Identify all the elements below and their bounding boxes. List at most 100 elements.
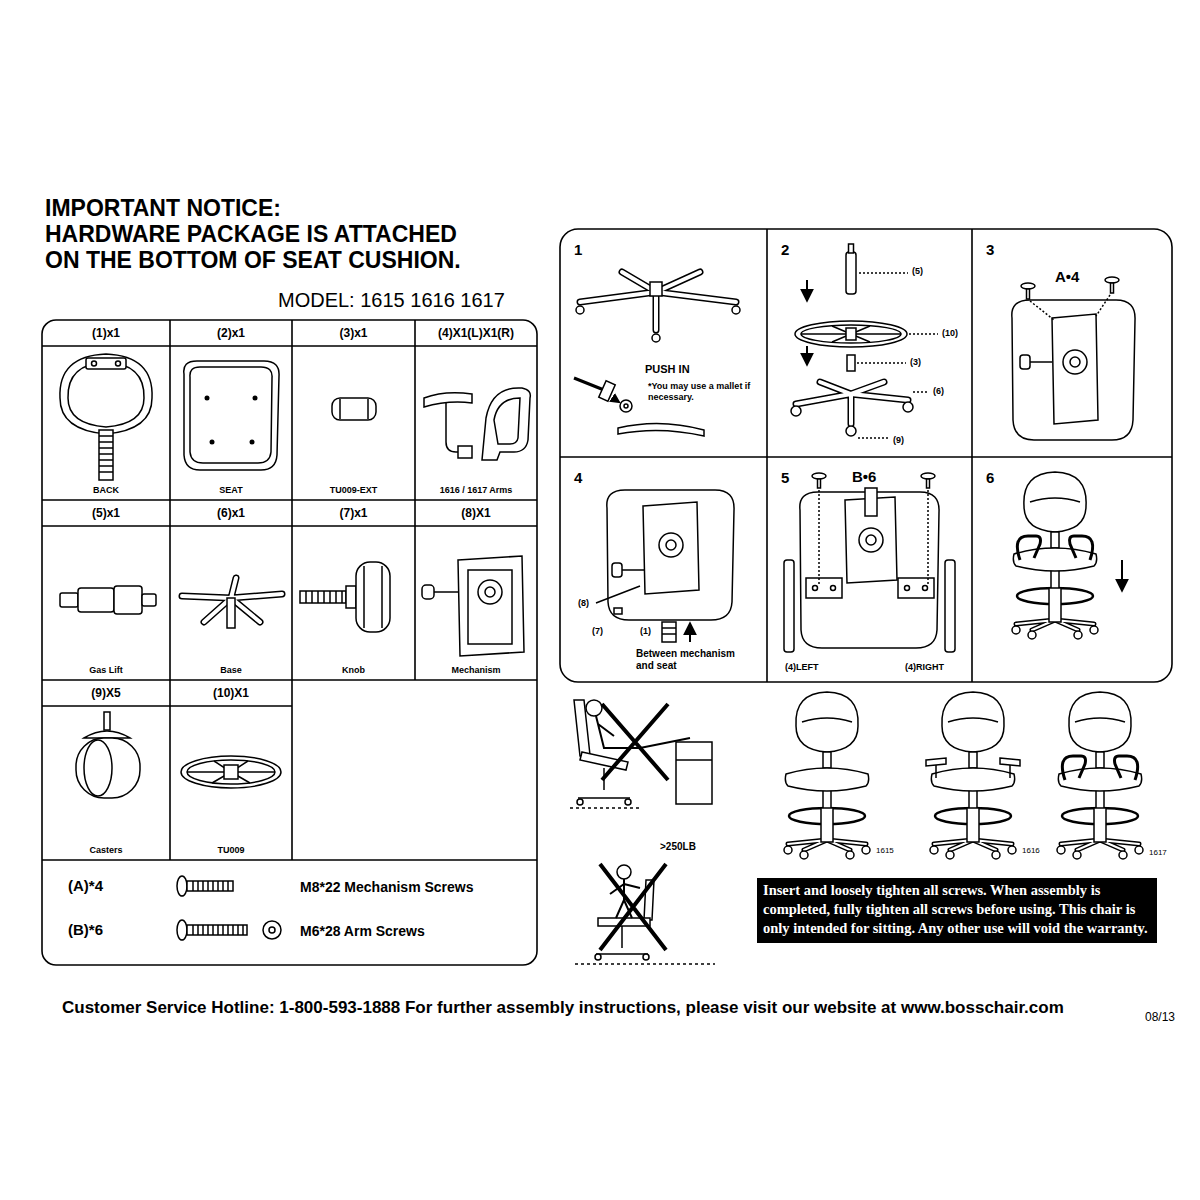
- warning-drawings: [676, 742, 712, 804]
- step-drawings: [1070, 357, 1080, 367]
- callout-number: (6): [933, 386, 944, 397]
- warning-drawings: [575, 963, 715, 965]
- revision-date: 08/13: [1145, 1010, 1175, 1024]
- part-drawings: [190, 367, 272, 463]
- step-drawings: [784, 560, 794, 652]
- part-drawings: [193, 925, 243, 935]
- part-drawings: [364, 566, 382, 628]
- step-panel: 6: [972, 457, 1172, 682]
- step-drawings: [620, 400, 632, 412]
- step-drawings: [576, 306, 584, 314]
- step-drawings: [831, 586, 836, 591]
- step-number: 1: [574, 241, 582, 258]
- step-drawings: [1105, 277, 1119, 283]
- part-name: 1616 / 1617 Arms: [415, 484, 537, 496]
- part-count: (2)x1: [170, 320, 292, 346]
- part-drawings: [177, 876, 187, 896]
- weight-limit: >250LB: [660, 841, 696, 853]
- warning-drawings: [643, 954, 649, 960]
- part-drawings: [99, 430, 113, 480]
- step-drawings: [1021, 283, 1035, 289]
- part-drawings: [306, 591, 342, 603]
- step-drawings: [599, 381, 615, 402]
- part-cell: (6)x1Base: [170, 500, 292, 680]
- part-cell: (7)x1Knob: [292, 500, 415, 680]
- part-drawings: [458, 556, 524, 656]
- step-drawings: [847, 355, 855, 371]
- step-drawings: [857, 273, 938, 438]
- warning-drawings: [578, 768, 630, 798]
- part-drawings: [60, 354, 530, 940]
- step-drawings: [927, 479, 930, 488]
- part-drawings: [250, 440, 255, 445]
- part-drawings: [60, 354, 152, 434]
- step-drawings: [846, 252, 856, 294]
- steps-panel-grid: [560, 229, 1172, 682]
- part-drawings: [84, 740, 112, 796]
- part-drawings: [193, 881, 228, 891]
- warning-box: Insert and loosely tighten all screws. W…: [757, 878, 1157, 943]
- callout-number: (5): [912, 266, 923, 277]
- warning-drawings: [625, 799, 631, 805]
- warning-notice: Insert and loosely tighten all screws. W…: [763, 881, 1151, 938]
- step-panel: 2(5)(10)(3)(6)(9): [767, 229, 972, 457]
- step-drawings: [812, 473, 826, 479]
- part-drawings: [468, 570, 512, 644]
- callout-number: (4)LEFT: [785, 662, 819, 673]
- step-drawings: [791, 406, 801, 416]
- part-name: Knob: [292, 664, 415, 676]
- step-drawings: [866, 535, 876, 545]
- part-name: Base: [170, 664, 292, 676]
- step-drawings: [732, 306, 740, 314]
- part-drawings: [205, 396, 258, 445]
- step-drawings: [945, 560, 955, 652]
- part-name: Casters: [42, 844, 170, 856]
- step-drawings: [613, 398, 619, 402]
- warning-drawings: [676, 759, 712, 761]
- step-drawings: [849, 244, 854, 253]
- model-number: MODEL: 1615 1616 1617: [278, 289, 505, 311]
- callout-number: (10): [942, 328, 958, 339]
- step-drawings: [1020, 355, 1030, 369]
- callout-number: (7): [592, 626, 603, 637]
- step-drawings: [614, 608, 622, 614]
- part-drawings: [60, 593, 78, 607]
- part-name: SEAT: [170, 484, 292, 496]
- warning-drawings: [596, 926, 648, 954]
- step-note: Between mechanism and seat: [636, 648, 746, 672]
- step-drawings: [643, 502, 699, 594]
- model-label: 1616: [1022, 846, 1040, 856]
- footer-contact: Customer Service Hotline: 1-800-593-1888…: [62, 998, 1064, 1018]
- callout-number: (9): [893, 435, 904, 446]
- part-drawings: [424, 393, 472, 407]
- step-panel: 4(8)(7)(1)Between mechanism and seat: [560, 457, 767, 682]
- step-drawings: [612, 563, 622, 577]
- warning-drawings: [600, 864, 666, 950]
- step-note: *You may use a mallet if necessary.: [648, 381, 758, 403]
- step-drawings: [846, 426, 856, 436]
- part-drawings: [114, 586, 142, 614]
- parts-table-grid: [42, 320, 537, 965]
- part-drawings: [78, 588, 114, 612]
- part-drawings: [99, 436, 113, 472]
- part-drawings: [332, 398, 376, 420]
- part-name: TU009-EXT: [292, 484, 415, 496]
- step-drawings: [662, 628, 676, 634]
- step-drawings: [1012, 300, 1135, 440]
- part-drawings: [205, 396, 210, 401]
- part-count: (6)x1: [170, 500, 292, 526]
- notice-text: HARDWARE PACKAGE IS ATTACHED ON THE BOTT…: [45, 221, 490, 273]
- part-drawings: [187, 925, 247, 935]
- part-name: BACK: [42, 484, 170, 496]
- hardware-count: (B)*6: [68, 920, 103, 939]
- warning-drawings: [617, 865, 631, 879]
- step-drawings: [1027, 289, 1030, 299]
- warning-drawings: [586, 700, 602, 716]
- part-drawings: [478, 580, 502, 604]
- callout-number: (3): [910, 357, 921, 368]
- part-drawings: [187, 761, 275, 783]
- steps-panel-grid: [560, 229, 1172, 682]
- step-number: 6: [986, 469, 994, 486]
- step-drawings: [846, 328, 856, 340]
- part-drawings: [446, 402, 468, 452]
